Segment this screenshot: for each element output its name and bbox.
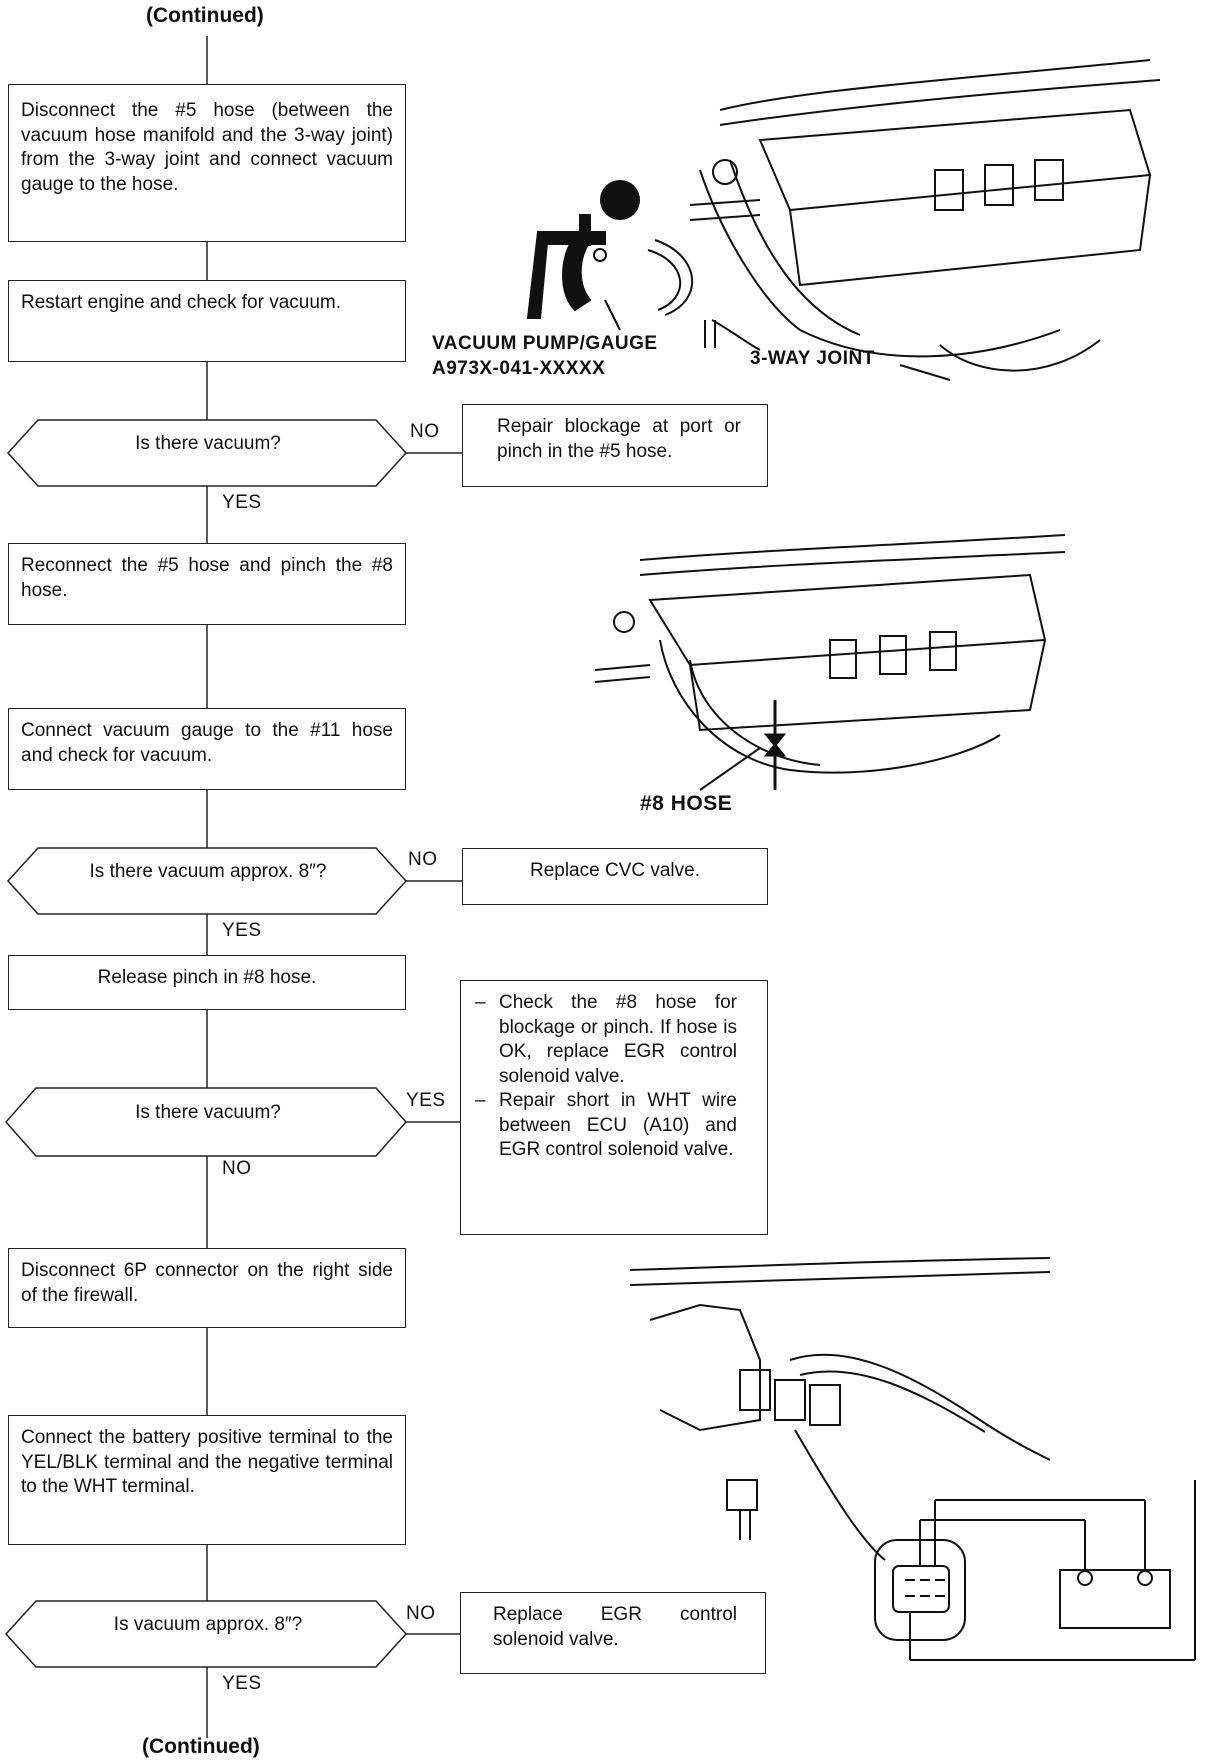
result-replace-cvc: Replace CVC valve. xyxy=(462,848,768,905)
branch-no-2: NO xyxy=(408,849,438,870)
branch-yes-4: YES xyxy=(222,1673,262,1694)
branch-yes-3: YES xyxy=(406,1090,446,1111)
step-disconnect-hose-5: Disconnect the #5 hose (between the vacu… xyxy=(8,84,406,242)
result-repair-blockage: Repair blockage at port or pinch in the … xyxy=(462,404,768,487)
continued-top: (Continued) xyxy=(146,4,264,27)
result-check-hose-8-item-1: Check the #8 hose for blockage or pinch.… xyxy=(465,991,737,1089)
result-check-hose-8: Check the #8 hose for blockage or pinch.… xyxy=(460,980,768,1235)
connector-battery-illustration xyxy=(629,1257,1196,1661)
engine-illustration-2 xyxy=(594,534,1066,774)
vacuum-pump-gauge-illustration xyxy=(526,180,640,319)
result-check-hose-8-item-2: Repair short in WHT wire between ECU (A1… xyxy=(465,1089,737,1163)
step-reconnect-hose: Reconnect the #5 hose and pinch the #8 h… xyxy=(8,543,406,625)
step-connect-battery: Connect the battery positive terminal to… xyxy=(8,1415,406,1545)
decision-4-label: Is vacuum approx. 8″? xyxy=(113,1614,303,1635)
decision-1-label: Is there vacuum? xyxy=(135,433,281,454)
step-connect-gauge-hose-11: Connect vacuum gauge to the #11 hose and… xyxy=(8,708,406,790)
step-restart-engine: Restart engine and check for vacuum. xyxy=(8,280,406,362)
decision-3-label: Is there vacuum? xyxy=(135,1102,281,1123)
branch-no-3: NO xyxy=(222,1158,252,1179)
caption-3-way-joint: 3-WAY JOINT xyxy=(750,348,875,369)
branch-yes-1: YES xyxy=(222,492,262,513)
engine-illustration-1 xyxy=(689,59,1161,381)
caption-pump-part-number: A973X-041-XXXXX xyxy=(432,358,606,379)
branch-no-4: NO xyxy=(406,1603,436,1624)
branch-no-1: NO xyxy=(410,421,440,442)
step-release-pinch: Release pinch in #8 hose. xyxy=(8,955,406,1010)
step-disconnect-6p: Disconnect 6P connector on the right sid… xyxy=(8,1248,406,1328)
caption-vacuum-pump: VACUUM PUMP/GAUGE xyxy=(432,333,658,354)
result-replace-egr-valve: Replace EGR control solenoid valve. xyxy=(460,1592,766,1674)
branch-yes-2: YES xyxy=(222,920,262,941)
continued-bottom: (Continued) xyxy=(142,1735,260,1758)
decision-2-label: Is there vacuum approx. 8″? xyxy=(89,861,327,882)
caption-hose-8: #8 HOSE xyxy=(640,792,733,815)
